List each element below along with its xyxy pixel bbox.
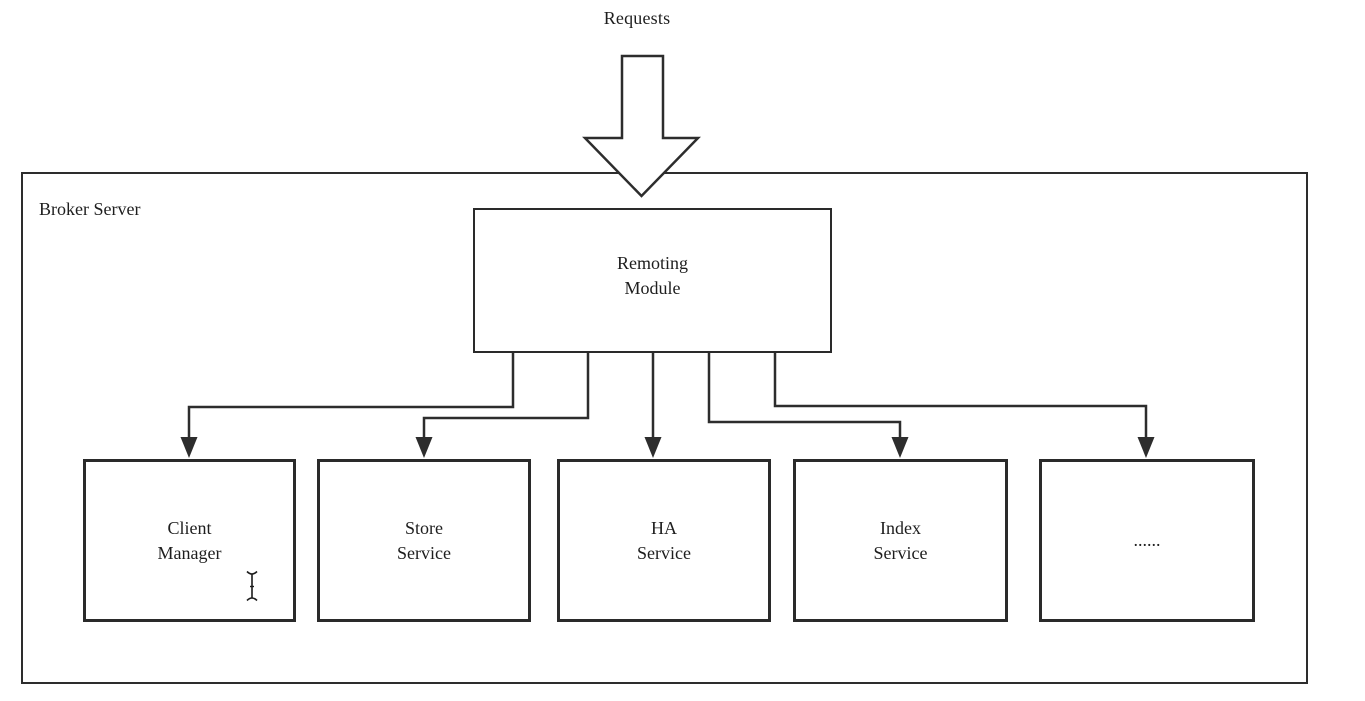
remoting-module-label: Remoting Module bbox=[617, 252, 688, 298]
index-service-label: Index Service bbox=[873, 517, 928, 563]
node-more-services: ...... bbox=[1039, 459, 1255, 622]
store-service-label: Store Service bbox=[397, 517, 451, 563]
i-beam-cursor-icon bbox=[246, 570, 258, 602]
node-store-service: Store Service bbox=[317, 459, 531, 622]
client-manager-label: Client Manager bbox=[157, 517, 222, 563]
broker-server-label: Broker Server bbox=[39, 199, 141, 219]
node-index-service: Index Service bbox=[793, 459, 1008, 622]
node-remoting-module: Remoting Module bbox=[473, 208, 832, 353]
more-services-label: ...... bbox=[1133, 530, 1161, 550]
node-ha-service: HA Service bbox=[557, 459, 771, 622]
requests-label: Requests bbox=[603, 8, 671, 28]
ha-service-label: HA Service bbox=[637, 517, 691, 563]
node-client-manager: Client Manager bbox=[83, 459, 296, 622]
